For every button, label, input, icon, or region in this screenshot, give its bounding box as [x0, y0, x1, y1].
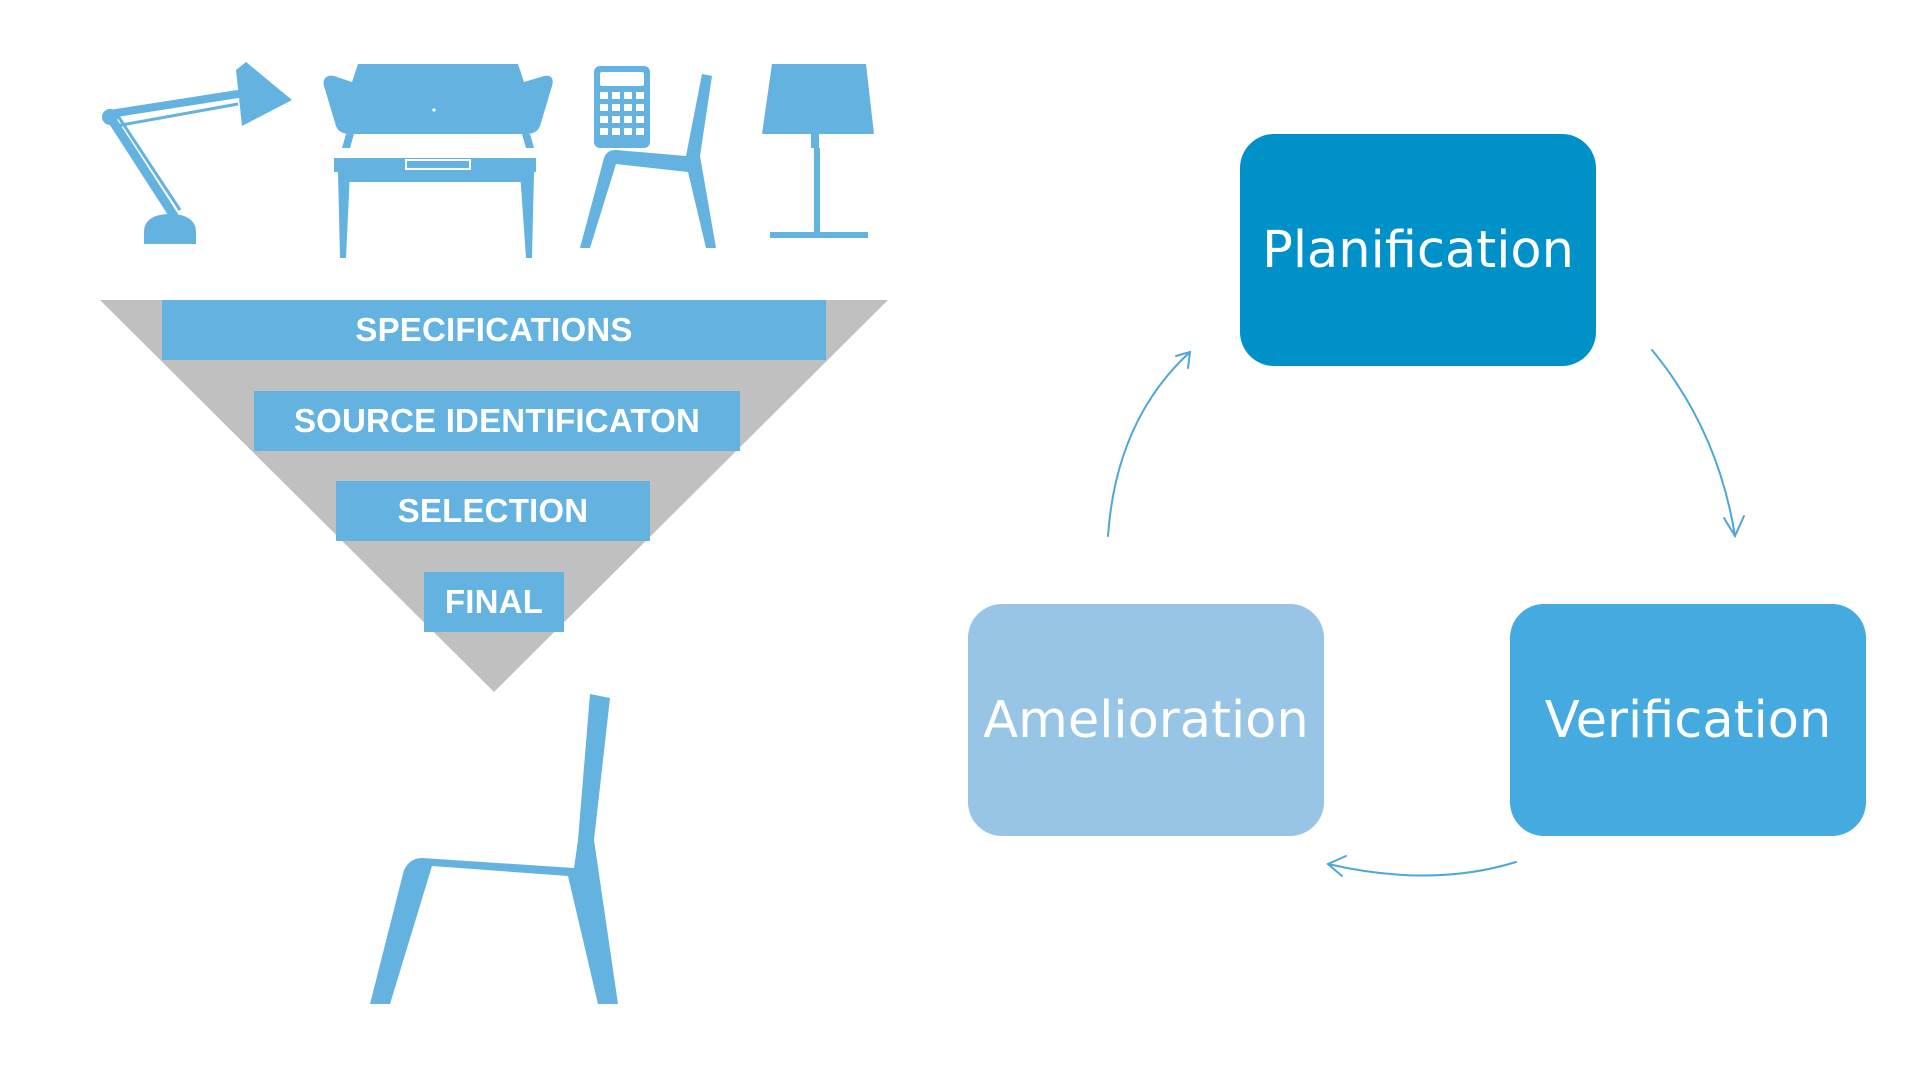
funnel-stage-source-identification: SOURCE IDENTIFICATON	[254, 391, 740, 451]
desk-lamp-icon	[102, 62, 292, 244]
arrow-verification-to-amelioration	[1327, 861, 1517, 877]
funnel-stage-specifications: SPECIFICATIONS	[162, 300, 826, 360]
table-lamp-icon	[762, 64, 874, 238]
cycle-step-planification: Planification	[1240, 134, 1596, 366]
cycle-step-amelioration: Amelioration	[968, 604, 1324, 836]
chair-icon	[580, 74, 716, 248]
calculator-icon	[594, 66, 650, 148]
cycle-step-verification: Verification	[1510, 604, 1866, 836]
funnel-stage-final: FINAL	[424, 572, 564, 632]
desk-icon	[334, 158, 536, 258]
arrow-amelioration-to-planification	[1107, 351, 1191, 537]
sofa-icon	[323, 64, 553, 148]
arrow-planification-to-verification	[1651, 349, 1736, 537]
final-chair-icon	[370, 694, 618, 1004]
funnel-stage-selection: SELECTION	[336, 481, 650, 541]
